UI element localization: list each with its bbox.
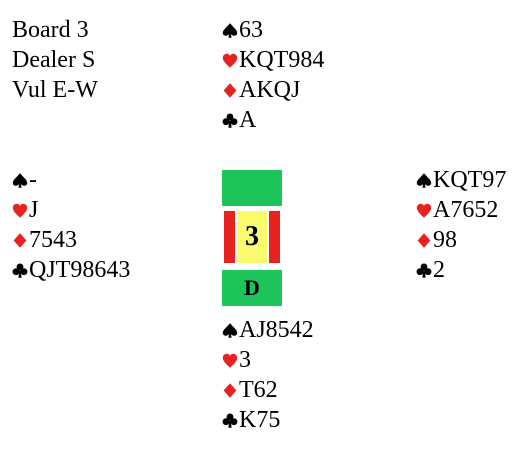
west-vulnerable-bar bbox=[224, 211, 235, 263]
heart-icon bbox=[222, 51, 238, 69]
south-clubs-cards: K75 bbox=[239, 407, 281, 433]
club-icon bbox=[222, 111, 238, 129]
north-spades-cards: 63 bbox=[239, 17, 263, 43]
north-diamonds-cards: AKQJ bbox=[239, 77, 301, 103]
south-clubs-row: K75 bbox=[222, 405, 314, 435]
north-pane bbox=[222, 170, 282, 206]
diamond-icon bbox=[12, 231, 28, 249]
south-diamonds-row: T62 bbox=[222, 375, 314, 405]
east-clubs-cards: 2 bbox=[433, 257, 445, 283]
west-diamonds-cards: 7543 bbox=[29, 227, 77, 253]
south-hearts-cards: 3 bbox=[239, 347, 251, 373]
north-diamonds-row: AKQJ bbox=[222, 75, 324, 105]
club-icon bbox=[416, 261, 432, 279]
east-hearts-cards: A7652 bbox=[433, 197, 499, 223]
compass-indicator: 3 D bbox=[222, 170, 282, 306]
east-diamonds-cards: 98 bbox=[433, 227, 457, 253]
south-spades-row: AJ8542 bbox=[222, 315, 314, 345]
diamond-icon bbox=[222, 81, 238, 99]
south-pane: D bbox=[222, 270, 282, 306]
north-hearts-cards: KQT984 bbox=[239, 47, 325, 73]
west-hearts-row: J bbox=[12, 195, 130, 225]
south-diamonds-cards: T62 bbox=[239, 377, 278, 403]
south-spades-cards: AJ8542 bbox=[239, 317, 314, 343]
south-hand: AJ8542 3 T62 K75 bbox=[222, 315, 314, 435]
west-hearts-cards: J bbox=[29, 197, 39, 223]
west-diamonds-row: 7543 bbox=[12, 225, 130, 255]
diamond-icon bbox=[222, 381, 238, 399]
north-spades-row: 63 bbox=[222, 15, 324, 45]
vulnerability-label: Vul E-W bbox=[12, 77, 98, 103]
dealer-label: Dealer S bbox=[12, 47, 96, 73]
spade-icon bbox=[12, 171, 28, 189]
west-hand: - J 7543 QJT98643 bbox=[12, 165, 130, 285]
east-hand: KQT97 A7652 98 2 bbox=[416, 165, 506, 285]
west-clubs-row: QJT98643 bbox=[12, 255, 130, 285]
east-spades-cards: KQT97 bbox=[433, 167, 507, 193]
club-icon bbox=[12, 261, 28, 279]
east-hearts-row: A7652 bbox=[416, 195, 506, 225]
board-number: 3 bbox=[237, 211, 267, 263]
spade-icon bbox=[222, 21, 238, 39]
south-hearts-row: 3 bbox=[222, 345, 314, 375]
spade-icon bbox=[416, 171, 432, 189]
west-spades-row: - bbox=[12, 165, 130, 195]
north-hand: 63 KQT984 AKQJ A bbox=[222, 15, 324, 135]
club-icon bbox=[222, 411, 238, 429]
heart-icon bbox=[416, 201, 432, 219]
board-label: Board 3 bbox=[12, 17, 89, 43]
heart-icon bbox=[12, 201, 28, 219]
east-diamonds-row: 98 bbox=[416, 225, 506, 255]
east-clubs-row: 2 bbox=[416, 255, 506, 285]
east-vulnerable-bar bbox=[269, 211, 280, 263]
west-spades-cards: - bbox=[29, 167, 37, 193]
diamond-icon bbox=[416, 231, 432, 249]
west-clubs-cards: QJT98643 bbox=[29, 257, 131, 283]
center-pane: 3 bbox=[222, 211, 282, 263]
north-hearts-row: KQT984 bbox=[222, 45, 324, 75]
spade-icon bbox=[222, 321, 238, 339]
north-clubs-cards: A bbox=[239, 107, 257, 133]
dealer-marker: D bbox=[244, 275, 260, 300]
north-clubs-row: A bbox=[222, 105, 324, 135]
east-spades-row: KQT97 bbox=[416, 165, 506, 195]
board-info: Board 3 Dealer S Vul E-W bbox=[12, 15, 98, 105]
heart-icon bbox=[222, 351, 238, 369]
